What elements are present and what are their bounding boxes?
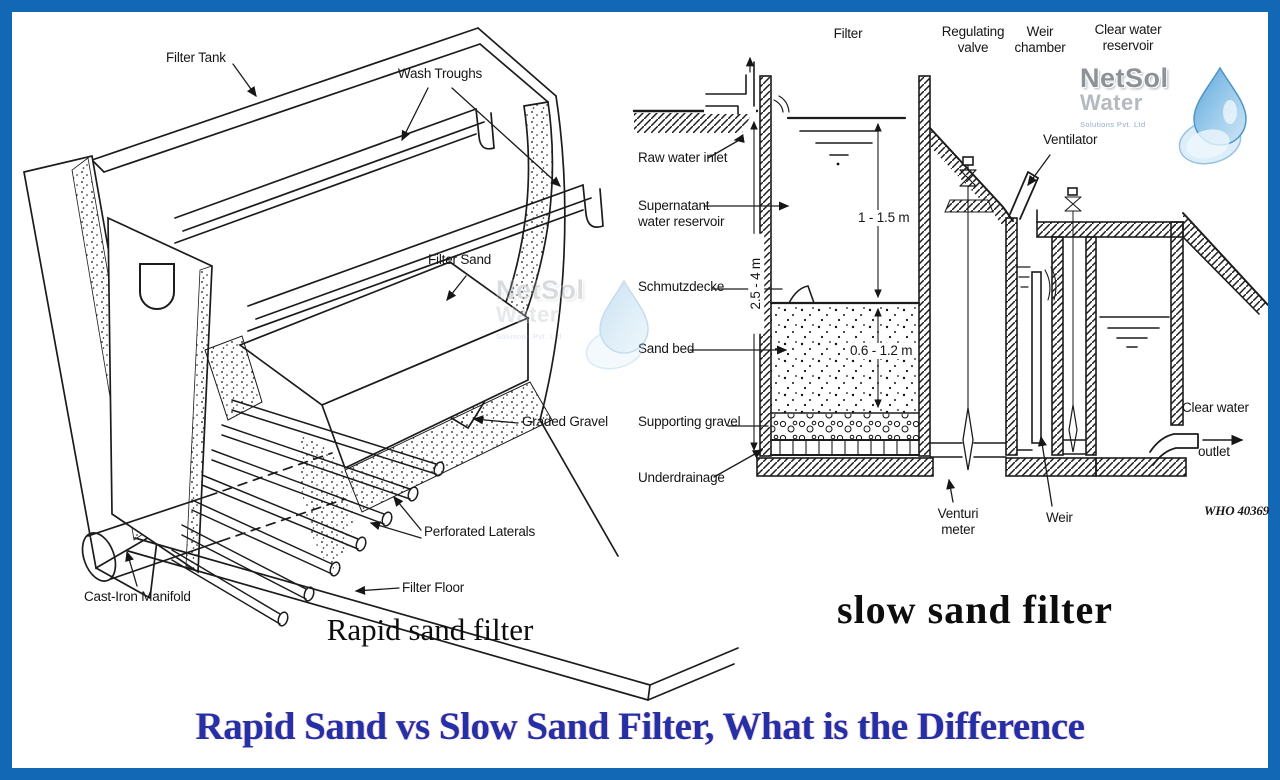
label-weir: Weir	[1046, 510, 1073, 525]
logo-brand2: Water	[1080, 89, 1143, 115]
logo-tagline: Solutions Pvt. Ltd	[496, 331, 562, 341]
dim-total-depth: 2.5 - 4 m	[748, 233, 764, 334]
water-drop-icon	[585, 279, 649, 370]
label-ventilator: Ventilator	[1043, 132, 1098, 147]
header-regulating-valve: Regulating valve	[941, 24, 1005, 55]
label-filter-sand: Filter Sand	[428, 252, 492, 267]
label-schmutzdecke: Schmutzdecke	[638, 279, 725, 294]
label-underdrainage: Underdrainage	[638, 470, 725, 485]
logo-brand1: NetSol	[496, 275, 585, 305]
logo-brand2: Water	[496, 301, 559, 327]
label-perforated-laterals: Perforated Laterals	[424, 524, 536, 539]
dim-supernatant-depth: 1 - 1.5 m	[856, 210, 912, 226]
header-weir-chamber: Weir chamber	[1014, 24, 1066, 55]
page-title: Rapid Sand vs Slow Sand Filter, What is …	[195, 705, 1085, 748]
label-clear-water: Clear water	[1182, 400, 1249, 415]
label-filter-floor: Filter Floor	[402, 580, 465, 595]
dim-sand-depth: 0.6 - 1.2 m	[848, 343, 915, 359]
rapid-filter-drawing	[23, 27, 739, 701]
caption-rapid-sand-filter: Rapid sand filter	[326, 612, 534, 647]
logo-tagline: Solutions Pvt. Ltd	[1080, 119, 1146, 129]
header-filter: Filter	[833, 26, 863, 41]
label-wash-troughs: Wash Troughs	[397, 66, 483, 81]
header-clear-water-reservoir: Clear water reservoir	[1094, 22, 1162, 53]
label-sand-bed: Sand bed	[638, 341, 695, 356]
label-raw-water-inlet: Raw water inlet	[638, 150, 728, 165]
label-outlet: outlet	[1198, 444, 1230, 459]
logo-brand1: NetSol	[1080, 63, 1169, 93]
caption-slow-sand-filter: slow sand filter	[837, 587, 1113, 632]
label-cast-iron-manifold: Cast-Iron Manifold	[84, 589, 191, 604]
label-venturi-meter: Venturi meter	[937, 506, 979, 537]
label-supernatant: Supernatant water reservoir	[638, 198, 725, 229]
label-graded-gravel: Graded Gravel	[522, 414, 608, 429]
label-who-ref: WHO 40369	[1204, 503, 1270, 518]
water-drop-icon	[1178, 66, 1247, 165]
netsol-watermark-center: NetSol Water Solutions Pvt. Ltd	[496, 275, 676, 378]
label-supporting-gravel: Supporting gravel	[638, 414, 741, 429]
netsol-logo: NetSol Water Solutions Pvt. Ltd	[1080, 63, 1270, 176]
label-filter-tank: Filter Tank	[166, 50, 226, 65]
